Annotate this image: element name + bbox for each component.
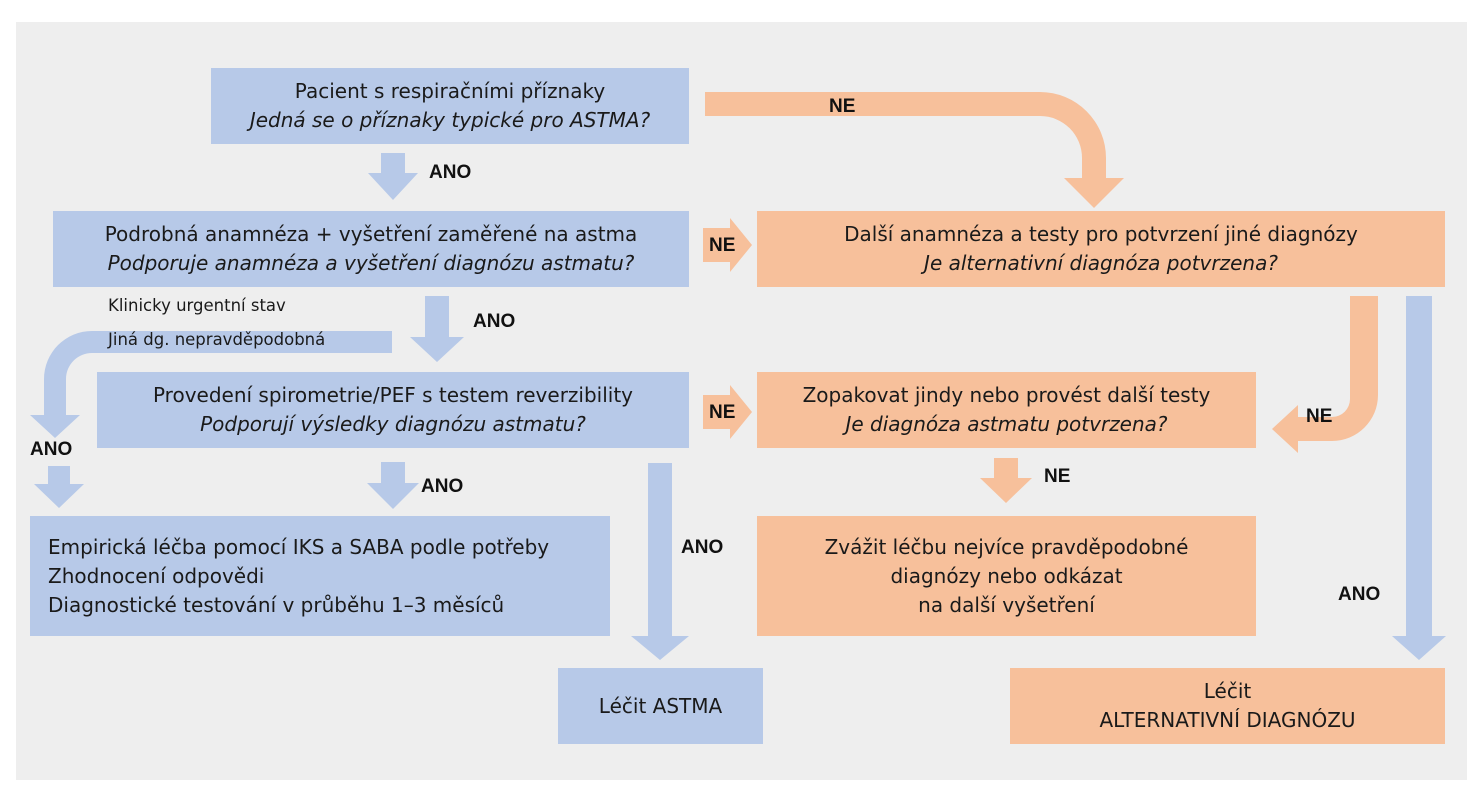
node-repeat-line1: Zopakovat jindy nebo provést další testy [802, 383, 1211, 407]
node-consider-line2: diagnózy nebo odkázat [890, 563, 1123, 588]
node-spirometry-line2: Podporují výsledky diagnózu astmatu? [200, 412, 586, 436]
node-treat-alt-line2: ALTERNATIVNÍ DIAGNÓZU [1099, 708, 1356, 732]
node-consider: Zvážit léčbu nejvíce pravděpodobné diagn… [757, 516, 1256, 636]
node-history-line2: Podporuje anamnéza a vyšetření diagnózu … [107, 251, 635, 275]
label-yes-treat-asthma: ANO [681, 537, 724, 558]
arrow-spirometry-no [703, 385, 752, 439]
label-yes-urgent: ANO [30, 439, 73, 460]
label-no-history: NE [709, 235, 736, 256]
label-yes-spirometry: ANO [421, 476, 464, 497]
arrow-otherdx-no [1272, 296, 1378, 453]
label-no-symptoms: NE [829, 96, 856, 117]
arrow-urgent-yes [30, 331, 392, 438]
node-spirometry-line1: Provedení spirometrie/PEF s testem rever… [152, 383, 634, 407]
arrow-spirometry-treat [631, 463, 689, 660]
label-yes-symptoms: ANO [429, 162, 472, 183]
arrow-symptoms-no [705, 92, 1124, 208]
note-urgent: Klinicky urgentní stav [108, 296, 286, 315]
node-other-dx-line2: Je alternativní diagnóza potvrzena? [924, 251, 1278, 275]
node-empirical-line2: Zhodnocení odpovědi [48, 563, 265, 588]
node-empirical-line1: Empirická léčba pomocí IKS a SABA podle … [48, 534, 550, 559]
arrow-otherdx-yes [1392, 296, 1446, 660]
node-symptoms-line2: Jedná se o příznaky typické pro ASTMA? [249, 108, 651, 132]
node-consider-line1: Zvážit léčbu nejvíce pravděpodobné [824, 534, 1189, 559]
node-consider-line3: na další vyšetření [918, 592, 1095, 617]
label-no-spirometry: NE [709, 402, 736, 423]
label-yes-otherdx: ANO [1338, 584, 1381, 605]
arrow-history-no [703, 218, 752, 272]
node-empirical: Empirická léčba pomocí IKS a SABA podle … [30, 516, 610, 636]
node-repeat: Zopakovat jindy nebo provést další testy… [757, 372, 1256, 448]
arrow-repeat-no [980, 458, 1032, 503]
arrow-history-yes [410, 296, 464, 362]
arrow-spirometry-yes [367, 462, 419, 509]
label-no-repeat: NE [1044, 466, 1071, 487]
node-treat-alt: Léčit ALTERNATIVNÍ DIAGNÓZU [1010, 668, 1445, 744]
label-yes-history: ANO [473, 311, 516, 332]
node-spirometry: Provedení spirometrie/PEF s testem rever… [97, 372, 689, 448]
node-other-dx-line1: Další anamnéza a testy pro potvrzení jin… [844, 222, 1358, 246]
node-empirical-line3: Diagnostické testování v průběhu 1–3 měs… [48, 592, 505, 617]
node-treat-asthma: Léčit ASTMA [558, 668, 763, 744]
node-treat-alt-line1: Léčit [1203, 679, 1252, 703]
node-treat-asthma-line1: Léčit ASTMA [598, 693, 723, 718]
node-symptoms: Pacient s respiračními příznaky Jedná se… [211, 68, 689, 144]
node-history: Podrobná anamnéza + vyšetření zaměřené n… [53, 211, 689, 287]
node-symptoms-line1: Pacient s respiračními příznaky [294, 79, 606, 103]
label-no-otherdx: NE [1306, 406, 1333, 427]
arrow-symptoms-yes [368, 153, 418, 200]
node-other-dx: Další anamnéza a testy pro potvrzení jin… [757, 211, 1445, 287]
note-unlikely: Jiná dg. nepravděpodobná [108, 330, 326, 349]
node-history-line1: Podrobná anamnéza + vyšetření zaměřené n… [104, 222, 638, 246]
node-repeat-line2: Je diagnóza astmatu potvrzena? [845, 412, 1168, 436]
arrow-urgent-empirical [34, 466, 84, 508]
